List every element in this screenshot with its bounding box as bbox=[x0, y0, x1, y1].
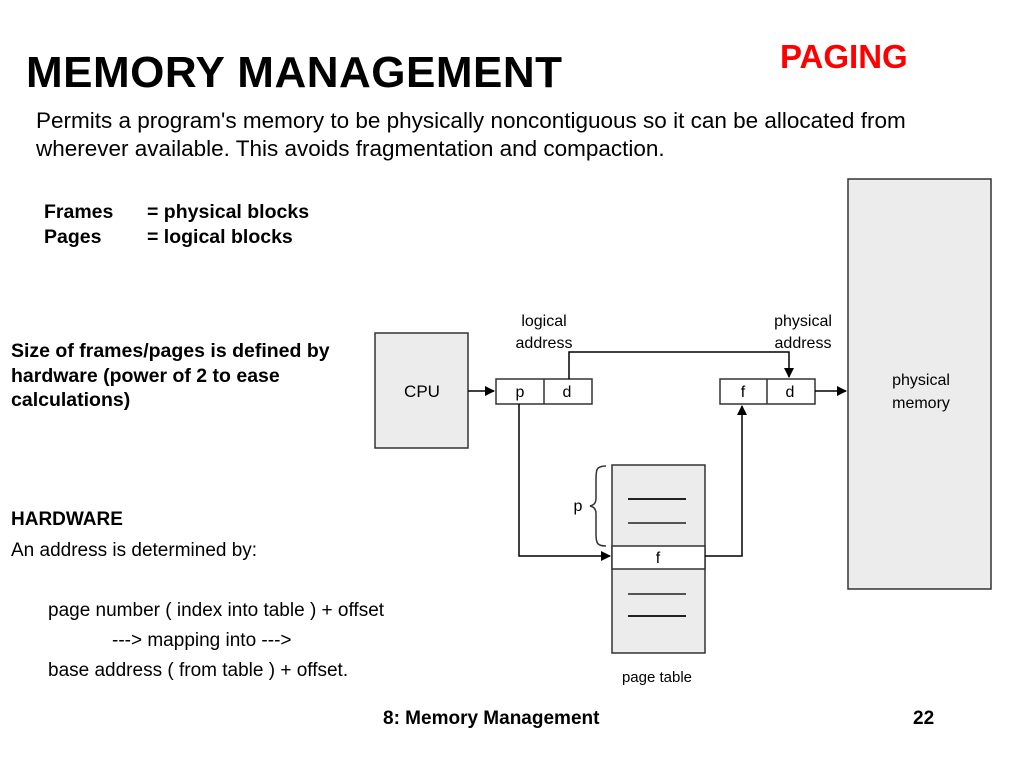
physical-address-label-line1: physical bbox=[774, 313, 832, 330]
slide-title: MEMORY MANAGEMENT bbox=[26, 48, 563, 97]
logical-offset-cell: d bbox=[563, 384, 572, 401]
footer-title: 8: Memory Management bbox=[383, 708, 600, 729]
definition-term: Pages bbox=[44, 226, 102, 248]
page-table-label: page table bbox=[622, 669, 692, 686]
hardware-heading: HARDWARE bbox=[11, 509, 123, 530]
logical-address-label-line1: logical bbox=[521, 313, 566, 330]
physical-offset-cell: d bbox=[786, 384, 795, 401]
page-index-label: p bbox=[574, 498, 583, 515]
physical-memory-box bbox=[847, 178, 992, 590]
definition-text: = physical blocks bbox=[147, 201, 310, 223]
page-table-frame-entry: f bbox=[656, 550, 661, 567]
size-note: Size of frames/pages is defined by hardw… bbox=[11, 340, 330, 411]
cpu-label: CPU bbox=[404, 382, 440, 401]
hardware-line-4: base address ( from table ) + offset. bbox=[48, 660, 349, 681]
frame-number-arrow bbox=[705, 405, 747, 557]
page-number: 22 bbox=[913, 708, 935, 729]
hardware-line-1: An address is determined by: bbox=[11, 540, 258, 561]
definition-frames: Frames = physical blocks bbox=[44, 201, 309, 224]
definition-pages: Pages = logical blocks bbox=[44, 226, 293, 249]
physical-address-label-line2: address bbox=[775, 335, 832, 352]
logical-page-cell: p bbox=[516, 384, 525, 401]
page-number-lookup-arrow bbox=[518, 404, 611, 561]
intro-text: Permits a program's memory to be physica… bbox=[36, 108, 906, 161]
definition-text: = logical blocks bbox=[147, 226, 293, 248]
section-heading: PAGING bbox=[780, 38, 908, 75]
physical-memory-label-line1: physical bbox=[892, 372, 950, 389]
physical-frame-cell: f bbox=[741, 384, 746, 401]
physical-memory-label-line2: memory bbox=[892, 395, 950, 412]
definition-term: Frames bbox=[44, 201, 114, 223]
page-index-brace bbox=[589, 465, 607, 547]
page-table-entry bbox=[611, 545, 706, 570]
hardware-line-3: ---> mapping into ---> bbox=[112, 630, 292, 651]
hardware-line-2: page number ( index into table ) + offse… bbox=[48, 600, 385, 621]
logical-address-label-line2: address bbox=[516, 335, 573, 352]
offset-copy-arrow bbox=[568, 351, 794, 379]
